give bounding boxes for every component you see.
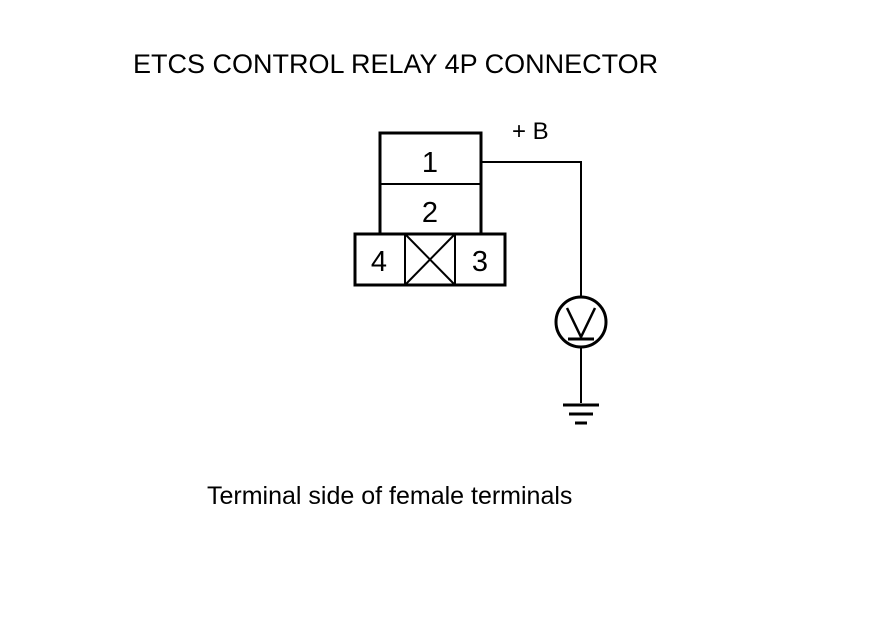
connector-lower-body [353, 232, 507, 287]
diagram-title: ETCS CONTROL RELAY 4P CONNECTOR [133, 49, 659, 79]
ground-icon [563, 403, 599, 425]
terminal-2-label: 2 [422, 197, 438, 229]
wire-terminal-1 [481, 161, 582, 297]
terminal-3-label: 3 [472, 246, 488, 278]
diagram-caption: Terminal side of female terminals [207, 482, 573, 510]
terminal-4-label: 4 [371, 246, 387, 278]
voltmeter-icon [554, 295, 608, 349]
supply-label: + B [512, 118, 549, 145]
cross-box-icon [404, 233, 456, 286]
terminal-1-label: 1 [422, 147, 438, 179]
